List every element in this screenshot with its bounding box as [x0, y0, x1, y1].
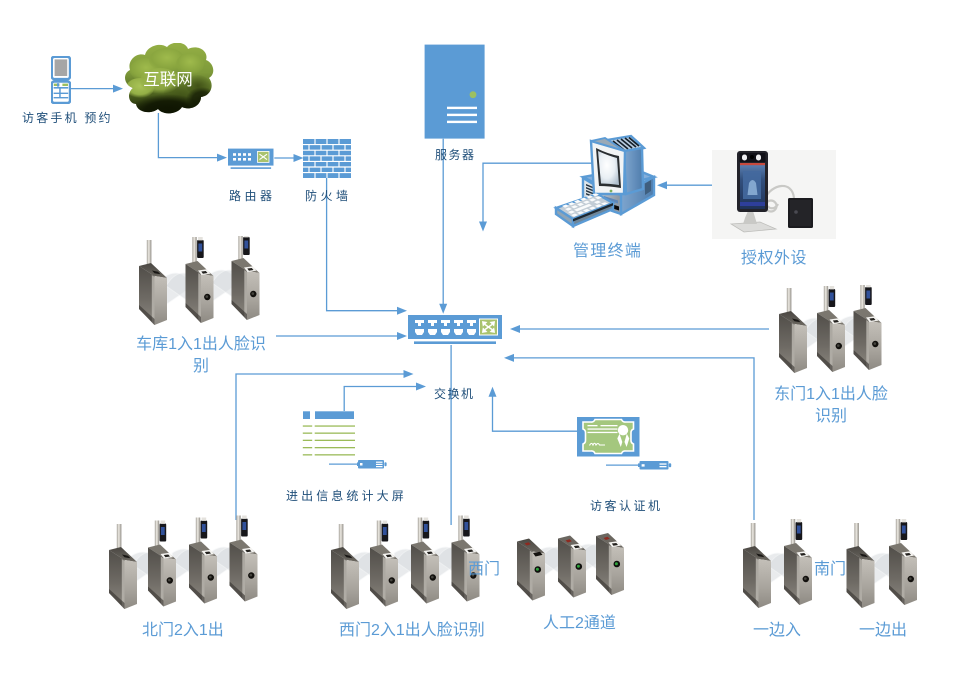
svg-text:互联网: 互联网: [143, 70, 193, 89]
